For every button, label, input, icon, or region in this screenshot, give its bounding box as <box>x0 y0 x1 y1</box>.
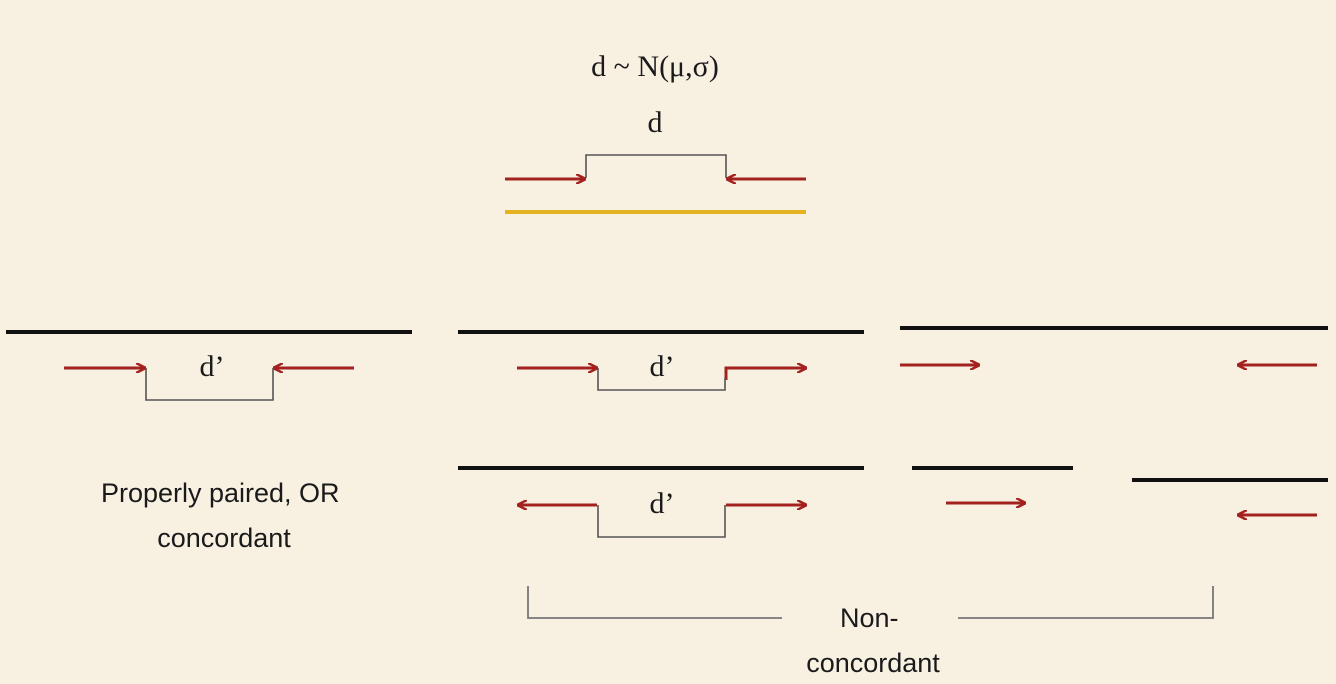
concordant-example: d’ Properly paired, OR concordant <box>6 330 412 553</box>
group-bracket-left <box>527 586 782 619</box>
insert-size-label: d <box>648 106 663 139</box>
forward-read-arrow <box>724 368 806 380</box>
split-reference-example <box>912 466 1328 515</box>
gap-label: d’ <box>650 487 675 520</box>
gap-label: d’ <box>200 350 225 383</box>
nonconcordant-label-line-1: Non- <box>840 603 899 633</box>
outward-facing-example: d’ <box>458 466 864 538</box>
nonconcordant-group: Non- concordant <box>527 586 1214 678</box>
distant-pair-example <box>900 326 1328 365</box>
insert-distribution-formula: d ~ N(μ,σ) <box>591 50 719 83</box>
insert-size-panel: d ~ N(μ,σ) d <box>505 50 806 214</box>
gap-bracket <box>597 368 726 391</box>
concordant-label-line-1: Properly paired, OR <box>101 478 340 508</box>
gap-bracket <box>145 368 274 401</box>
insert-size-bracket <box>585 154 727 178</box>
same-orientation-example: d’ <box>458 330 864 391</box>
nonconcordant-label-line-2: concordant <box>806 648 940 678</box>
concordant-label: Properly paired, OR concordant <box>101 478 347 553</box>
group-bracket-right <box>958 586 1214 619</box>
gap-label: d’ <box>650 350 675 383</box>
gap-bracket <box>597 505 726 538</box>
concordant-label-line-2: concordant <box>157 523 291 553</box>
nonconcordant-label: Non- concordant <box>806 603 940 678</box>
